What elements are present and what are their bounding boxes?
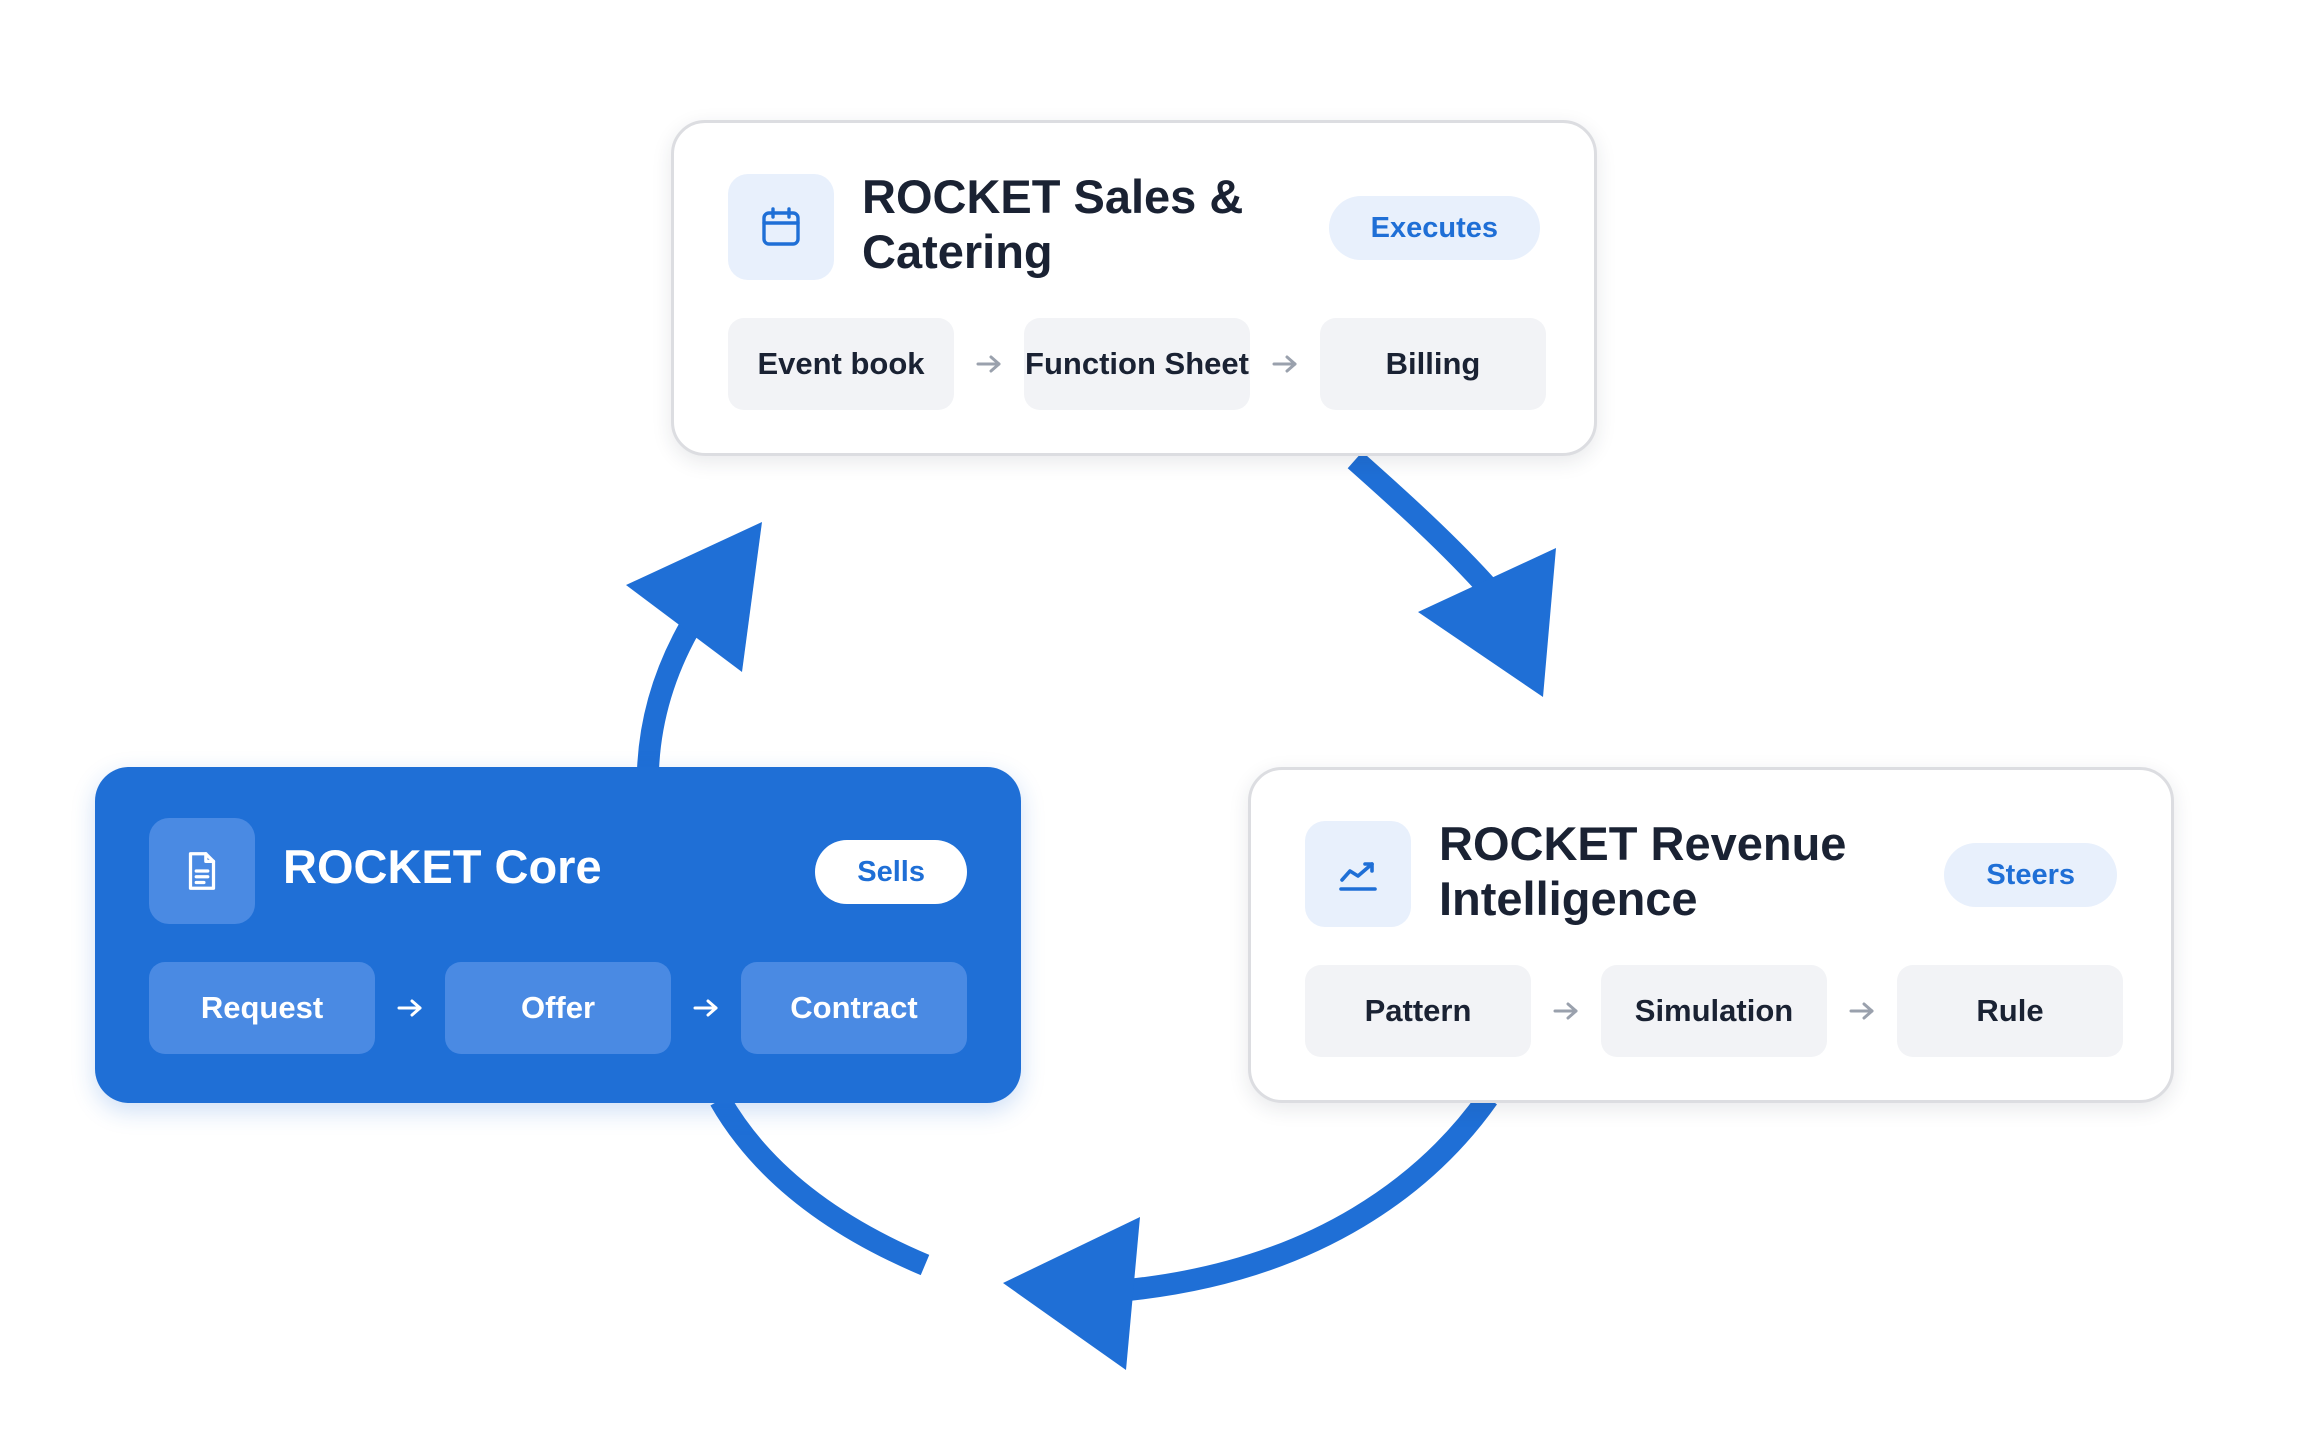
step-simulation[interactable]: Simulation [1601,965,1827,1057]
step-arrow-icon [375,962,445,1054]
arrowhead-sales-to-revenue [1418,548,1556,697]
step-arrow-icon [954,318,1024,410]
step-request[interactable]: Request [149,962,375,1054]
step-billing[interactable]: Billing [1320,318,1546,410]
sales-catering-card[interactable]: ROCKET Sales & Catering Executes Event b… [671,120,1597,456]
step-function-sheet[interactable]: Function Sheet [1024,318,1250,410]
role-badge: Executes [1328,196,1540,260]
step-arrow-icon [1827,965,1897,1057]
role-badge: Steers [1944,843,2117,907]
step-event-book[interactable]: Event book [728,318,954,410]
card-title: ROCKET Revenue Intelligence [1439,817,1847,925]
trend-chart-icon [1305,821,1411,927]
card-title: ROCKET Core [283,840,602,893]
step-pattern[interactable]: Pattern [1305,965,1531,1057]
step-rule[interactable]: Rule [1897,965,2123,1057]
step-arrow-icon [1531,965,1601,1057]
card-title: ROCKET Sales & Catering [862,170,1244,278]
process-steps: Pattern Simulation Rule [1305,965,2123,1057]
step-arrow-icon [671,962,741,1054]
role-badge: Sells [815,840,967,904]
arrow-revenue-to-core [1126,1091,1497,1301]
arrow-core-tail [710,1094,930,1276]
document-icon [149,818,255,924]
process-steps: Event book Function Sheet Billing [728,318,1546,410]
calendar-icon [728,174,834,280]
process-steps: Request Offer Contract [149,962,967,1054]
arrowhead-revenue-to-core [1003,1217,1140,1370]
step-offer[interactable]: Offer [445,962,671,1054]
step-arrow-icon [1250,318,1320,410]
revenue-intelligence-card[interactable]: ROCKET Revenue Intelligence Steers Patte… [1248,767,2174,1103]
core-card[interactable]: ROCKET Core Sells Request Offer Contract [95,767,1021,1103]
step-contract[interactable]: Contract [741,962,967,1054]
arrowhead-core-to-sales [626,522,762,672]
arrow-sales-to-revenue [1347,451,1499,598]
